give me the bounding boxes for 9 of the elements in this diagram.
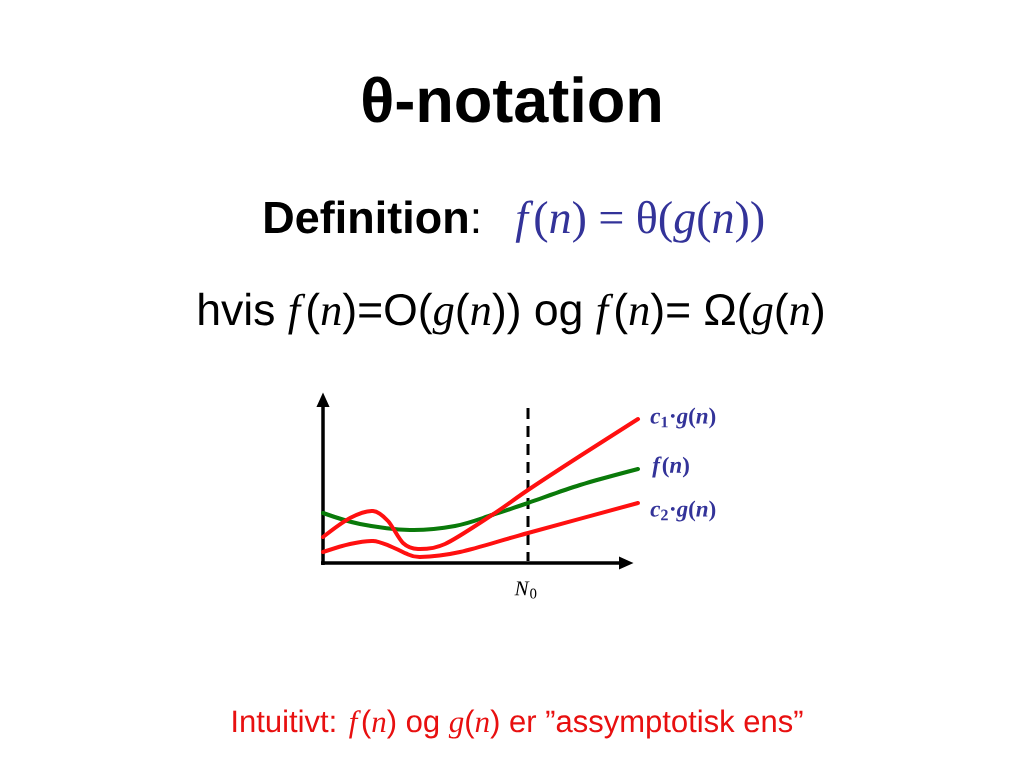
curve-label: c$_{1}$·g(n) [650,407,716,429]
curve-label: f(n) [652,456,689,478]
definition-label: Definition: [265,200,479,234]
axis-label: N$_{0}$ [514,581,537,599]
condition-text: hvis f(n)=O(g(n)) og f(n)= Ω(g(n) [199,292,823,335]
curve-label: c$_{2}$·g(n) [650,500,716,522]
formula: f(n) = θ(g(n)) [515,200,764,243]
title: θ-notation [363,76,660,123]
note-text: Intuitivt: f(n) og g(n) er ”assymptotisk ens” [233,709,803,739]
